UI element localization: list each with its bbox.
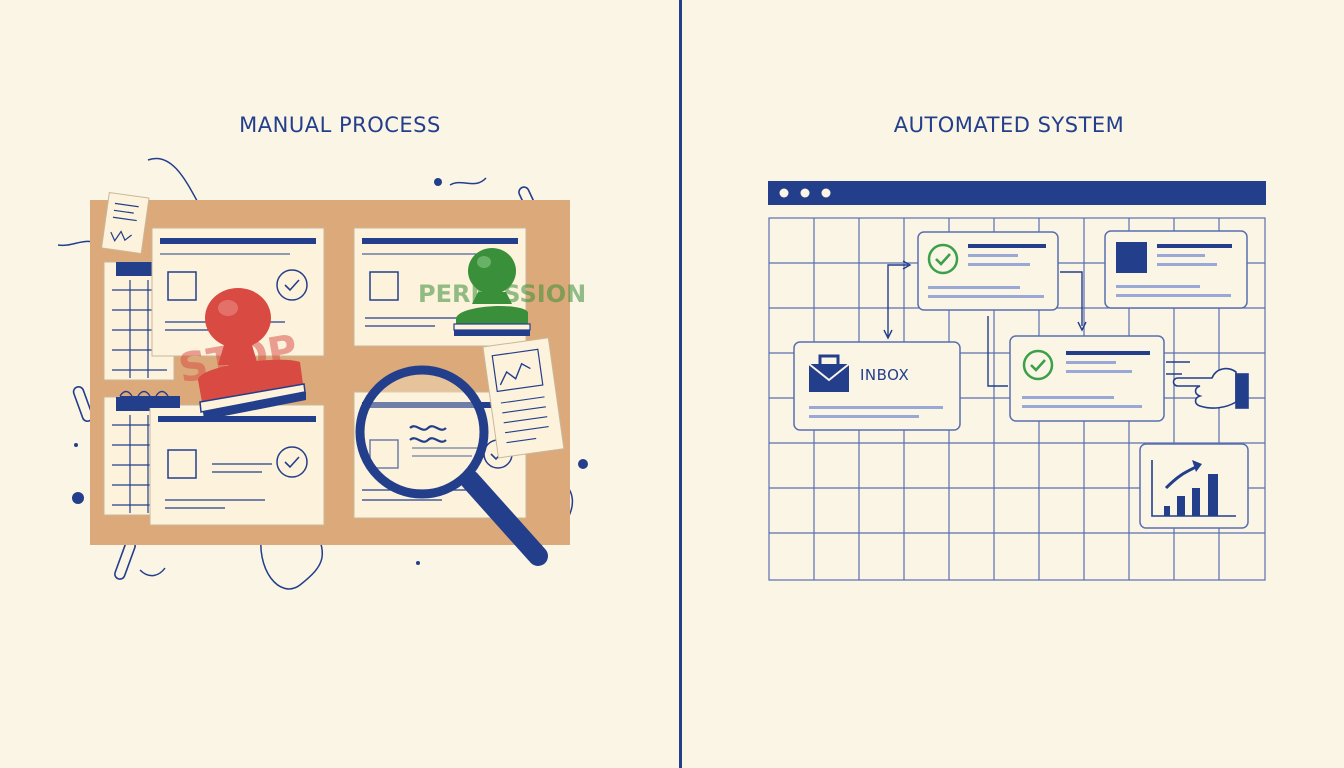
approved-task-card: [1009, 335, 1165, 422]
green-check-icon: [1022, 349, 1054, 381]
manual-process-title: MANUAL PROCESS: [239, 113, 441, 137]
checkmark-icon: [276, 446, 308, 478]
automated-system-title: AUTOMATED SYSTEM: [893, 113, 1125, 137]
approved-task-card: [917, 231, 1059, 311]
ink-dot: [74, 443, 78, 447]
window-dot: [779, 188, 789, 198]
window-dot: [800, 188, 810, 198]
flow-connectors: [883, 260, 1190, 387]
chart-note: [482, 337, 565, 459]
center-divider: [679, 0, 682, 768]
magnifying-glass-icon: [355, 365, 548, 566]
green-rubber-stamp-icon: [453, 248, 531, 336]
manual-process-illustration: STOP PERMISSION: [57, 157, 588, 590]
checkmark-icon: [276, 269, 308, 301]
doodle-line: [260, 519, 324, 590]
inbox-label: INBOX: [860, 366, 910, 384]
inbox-envelope-icon: [809, 364, 849, 392]
workflow-grid: [768, 217, 1266, 581]
doodle-line: [449, 177, 487, 186]
window-dot: [821, 188, 831, 198]
sticky-note: [101, 191, 150, 255]
trend-arrow-icon: [1164, 464, 1199, 490]
inbox-card: [793, 341, 961, 431]
chart-axes: [1151, 460, 1236, 517]
red-rubber-stamp-icon: [198, 288, 306, 420]
ink-blot: [72, 492, 84, 504]
doodle-line: [139, 567, 166, 577]
square-icon: [1116, 242, 1147, 273]
analytics-chart-card: [1139, 443, 1249, 529]
ink-dot: [416, 561, 420, 565]
ink-dot: [434, 178, 442, 186]
pointing-hand-icon: [1172, 367, 1249, 409]
document-task-card: [1104, 230, 1248, 309]
paper-clip-icon: [114, 540, 136, 580]
ink-blot: [578, 459, 588, 469]
green-check-icon: [927, 243, 959, 275]
document-card: [119, 390, 325, 526]
paper-clip-icon: [72, 385, 94, 423]
window-title-bar: [768, 181, 1266, 205]
